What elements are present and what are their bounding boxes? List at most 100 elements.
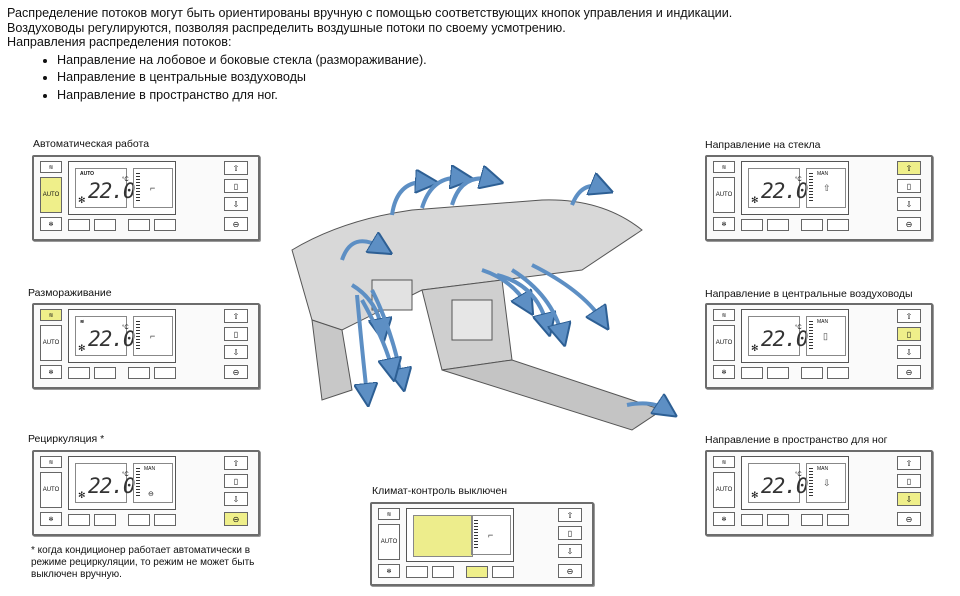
display: ✻ 22.0 °C MAN⇩ [741,456,849,510]
vent-center-button[interactable]: ▯ [558,526,582,540]
temp-up-button[interactable] [767,219,789,231]
list-item: Направление на лобовое и боковые стекла … [57,52,732,70]
vent-icon: ▯ [233,329,239,339]
arrow-down-icon: ⇩ [823,478,831,488]
recirculation-icon: ⊖ [148,491,154,498]
temp-down-button[interactable] [406,566,428,578]
vent-up-button[interactable]: ⇧ [224,161,248,175]
display-off [413,515,473,557]
defrost-icon: ≋ [721,312,727,319]
temp-down-button[interactable] [741,367,763,379]
fan-down-button[interactable] [128,514,150,526]
vent-down-button[interactable]: ⇩ [224,197,248,211]
vent-center-button[interactable]: ▯ [897,327,921,341]
vent-icon: ▯ [233,476,239,486]
vent-up-button[interactable]: ⇧ [224,456,248,470]
fan-button[interactable]: ✻ [40,365,62,379]
temp-up-button[interactable] [94,514,116,526]
defrost-button[interactable]: ≋ [378,508,400,520]
fan-button[interactable]: ✻ [378,564,400,578]
unit: °C [795,177,802,183]
fan-button[interactable]: ✻ [713,217,735,231]
fan-up-button[interactable] [154,367,176,379]
recirc-button[interactable]: ⊖ [897,217,921,231]
vent-up-button[interactable]: ⇧ [897,161,921,175]
temp-up-button[interactable] [94,219,116,231]
fan-down-button[interactable] [128,367,150,379]
temp-up-button[interactable] [432,566,454,578]
vent-down-button[interactable]: ⇩ [897,492,921,506]
fan-up-button[interactable] [492,566,514,578]
fan-down-button[interactable] [801,219,823,231]
fan-up-button[interactable] [154,514,176,526]
vent-icon: ▯ [906,329,912,339]
temp-down-button[interactable] [741,514,763,526]
off-button[interactable] [466,566,488,578]
defrost-button[interactable]: ≋ [40,161,62,173]
vent-down-button[interactable]: ⇩ [897,345,921,359]
fan-down-button[interactable] [801,367,823,379]
temp-down-button[interactable] [68,219,90,231]
fan-button[interactable]: ✻ [713,365,735,379]
defrost-button[interactable]: ≋ [713,309,735,321]
arrow-up-icon: ⇧ [905,458,913,468]
recirculation-icon: ⊖ [232,219,240,229]
recirc-button[interactable]: ⊖ [897,365,921,379]
auto-button[interactable]: AUTO [378,524,400,560]
panel-defrost: ≋ AUTO ✻ ≋ ✻ 22.0 °C ⌐ ⇧ ▯ ⇩ ⊖ [32,303,260,389]
vent-center-button[interactable]: ▯ [224,474,248,488]
defrost-button[interactable]: ≋ [713,161,735,173]
fan-down-button[interactable] [128,219,150,231]
vent-center-button[interactable]: ▯ [224,327,248,341]
vent-up-button[interactable]: ⇧ [558,508,582,522]
defrost-icon: ≋ [386,511,392,518]
temp-up-button[interactable] [767,514,789,526]
recirc-button[interactable]: ⊖ [224,365,248,379]
vent-down-button[interactable]: ⇩ [224,345,248,359]
vent-center-button[interactable]: ▯ [897,474,921,488]
vent-up-button[interactable]: ⇧ [224,309,248,323]
vent-up-button[interactable]: ⇧ [897,309,921,323]
temp-down-button[interactable] [741,219,763,231]
fan-down-button[interactable] [801,514,823,526]
fan-icon: ✻ [751,490,759,500]
defrost-icon: ≋ [48,312,54,319]
auto-button[interactable]: AUTO [713,472,735,508]
temp-down-button[interactable] [68,514,90,526]
defrost-button[interactable]: ≋ [713,456,735,468]
caption-off: Климат-контроль выключен [372,485,508,497]
vent-down-button[interactable]: ⇩ [558,544,582,558]
temp-up-button[interactable] [767,367,789,379]
fan-button[interactable]: ✻ [40,512,62,526]
auto-button[interactable]: AUTO [40,177,62,213]
fan-up-button[interactable] [827,367,849,379]
list-item: Направление в центральные воздуховоды [57,69,732,87]
temp-up-button[interactable] [94,367,116,379]
vent-down-button[interactable]: ⇩ [897,197,921,211]
defrost-button[interactable]: ≋ [40,456,62,468]
arrow-down-icon: ⇩ [232,347,240,357]
display: ≋ ✻ 22.0 °C ⌐ [68,309,176,363]
vent-down-button[interactable]: ⇩ [224,492,248,506]
recirc-button[interactable]: ⊖ [897,512,921,526]
defrost-button[interactable]: ≋ [40,309,62,321]
recirc-button[interactable]: ⊖ [224,512,248,526]
vent-up-button[interactable]: ⇧ [897,456,921,470]
recirc-button[interactable]: ⊖ [558,564,582,578]
auto-button[interactable]: AUTO [40,472,62,508]
arrow-down-icon: ⇩ [566,546,574,556]
fan-up-button[interactable] [827,219,849,231]
auto-button[interactable]: AUTO [40,325,62,361]
auto-button[interactable]: AUTO [713,325,735,361]
vent-center-button[interactable]: ▯ [224,179,248,193]
defrost-icon: ≋ [48,164,54,171]
temp-down-button[interactable] [68,367,90,379]
fan-up-button[interactable] [827,514,849,526]
arrow-up-icon: ⇧ [566,510,574,520]
vent-center-button[interactable]: ▯ [897,179,921,193]
fan-up-button[interactable] [154,219,176,231]
auto-button[interactable]: AUTO [713,177,735,213]
recirc-button[interactable]: ⊖ [224,217,248,231]
fan-button[interactable]: ✻ [713,512,735,526]
fan-button[interactable]: ✻ [40,217,62,231]
